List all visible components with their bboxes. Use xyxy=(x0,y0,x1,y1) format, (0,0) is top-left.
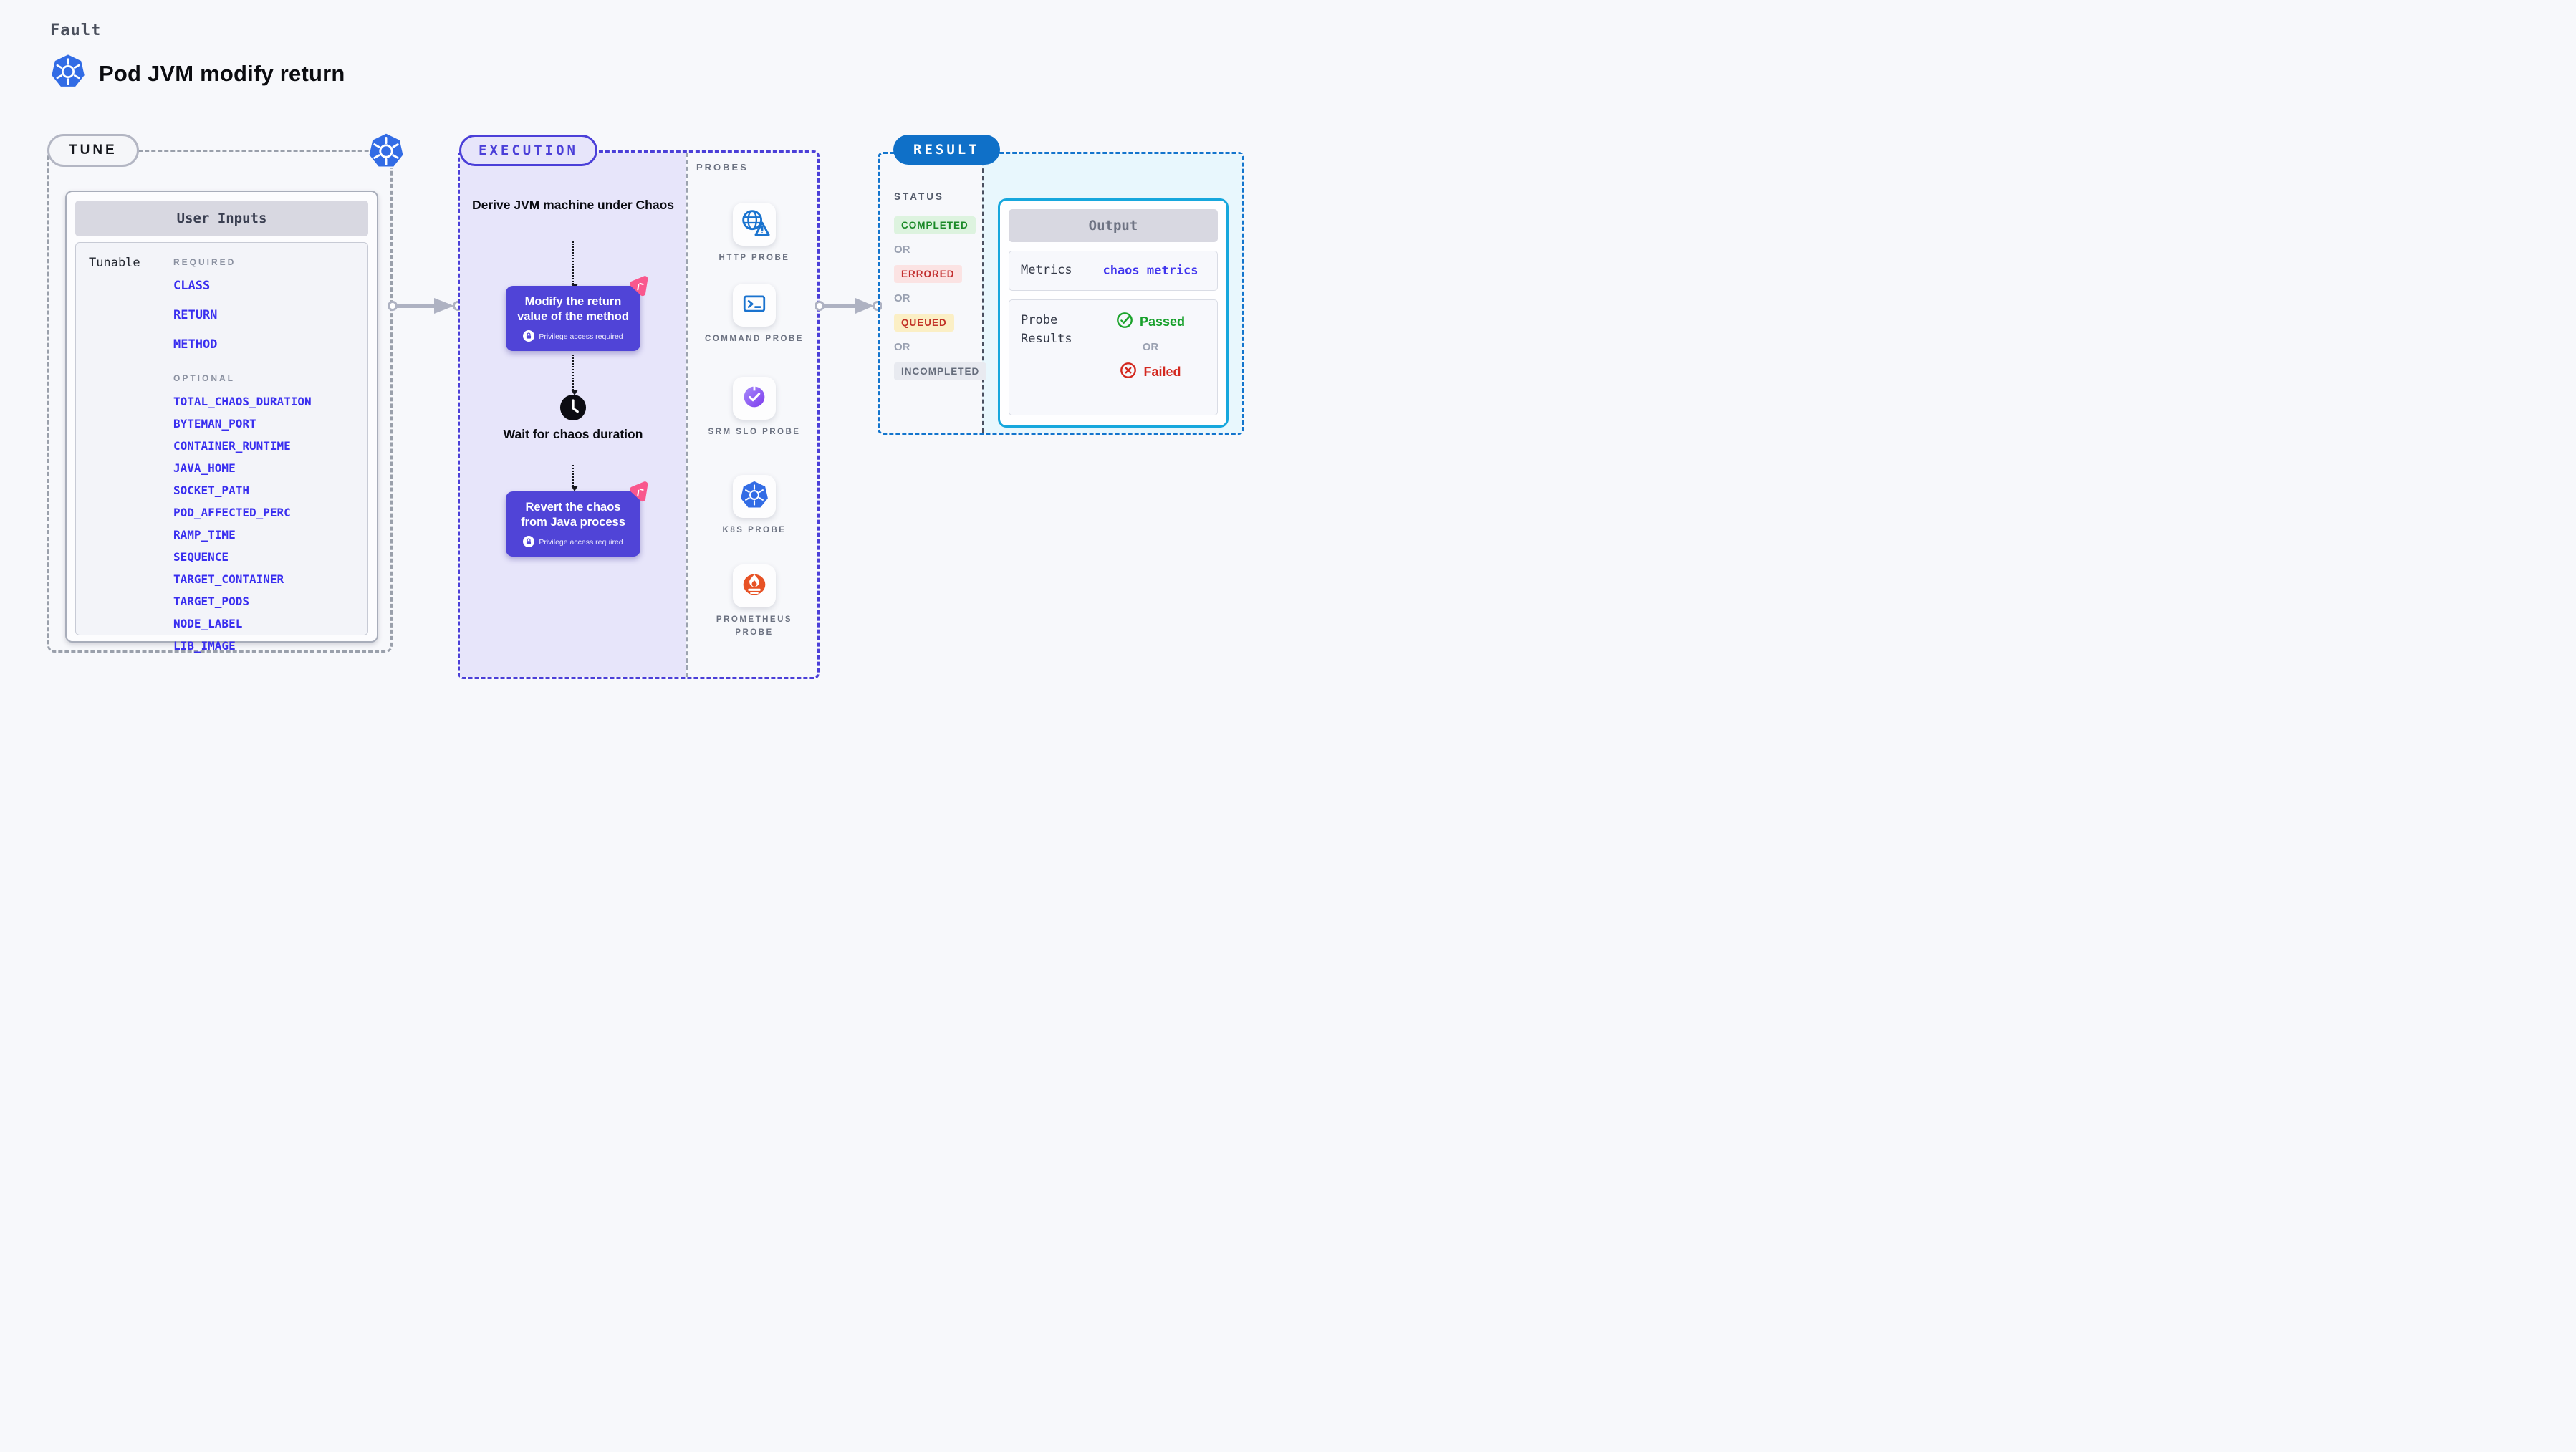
tune-badge: TUNE xyxy=(47,134,139,167)
or-label: OR xyxy=(894,341,910,353)
probe-label: PROMETHEUS PROBE xyxy=(716,615,793,637)
fault-eyebrow: Fault xyxy=(50,21,102,39)
check-circle-icon xyxy=(1116,312,1133,332)
lock-icon xyxy=(523,535,535,549)
tune-to-execution-arrow xyxy=(388,298,462,314)
tunable-item: CLASS xyxy=(173,279,211,293)
probe-label: HTTP PROBE xyxy=(719,254,790,262)
probe-label: COMMAND PROBE xyxy=(705,335,804,343)
result-section-box: STATUS COMPLETED OR ERRORED OR QUEUED OR… xyxy=(878,152,1244,435)
status-output-divider xyxy=(982,154,984,433)
probes-heading: PROBES xyxy=(696,162,749,173)
page-title: Pod JVM modify return xyxy=(99,60,345,86)
tune-section-box xyxy=(47,150,393,653)
execution-badge: EXECUTION xyxy=(459,135,597,166)
http-probe-icon xyxy=(738,206,771,243)
kubernetes-icon xyxy=(365,130,407,176)
clock-icon xyxy=(559,394,587,425)
status-badge-errored: ERRORED xyxy=(894,265,962,283)
tunable-item: SEQUENCE xyxy=(173,550,229,564)
tunable-item: BYTEMAN_PORT xyxy=(173,417,256,431)
result-badge: RESULT xyxy=(893,135,1000,165)
tunable-item: SOCKET_PATH xyxy=(173,484,249,497)
status-badge-incompleted: INCOMPLETED xyxy=(894,362,987,380)
output-header: Output xyxy=(1009,209,1218,242)
tunable-item: LIB_IMAGE xyxy=(173,639,236,653)
or-label: OR xyxy=(1142,341,1159,353)
flow-arrow-down xyxy=(570,241,578,289)
http-probe-card xyxy=(733,203,776,246)
tunable-item: RAMP_TIME xyxy=(173,528,236,542)
privilege-note: Privilege access required xyxy=(539,538,623,547)
or-label: OR xyxy=(894,244,910,256)
output-card: Output Metrics chaos metrics Probe Resul… xyxy=(998,198,1229,428)
x-circle-icon xyxy=(1120,362,1137,383)
prometheus-probe-icon xyxy=(738,568,771,605)
lock-icon xyxy=(523,330,535,344)
status-badge-completed: COMPLETED xyxy=(894,216,976,234)
prometheus-probe-card xyxy=(733,564,776,607)
optional-section-label: OPTIONAL xyxy=(173,373,235,383)
metrics-label: Metrics xyxy=(1021,263,1072,278)
tunable-item: JAVA_HOME xyxy=(173,461,236,475)
probe-results-row: Probe Results Passed OR xyxy=(1009,299,1218,415)
command-probe-icon xyxy=(739,288,770,323)
k8s-probe-icon xyxy=(738,479,771,515)
metrics-value: chaos metrics xyxy=(1102,264,1198,278)
fault-diagram: Fault Pod JVM modify return TUNE xyxy=(0,0,1288,726)
modify-step-box: Modify the return value of the method Pr… xyxy=(506,276,648,351)
flow-arrow-down xyxy=(570,465,578,491)
derive-step-label: Derive JVM machine under Chaos xyxy=(471,198,675,212)
revert-step-box: Revert the chaos from Java process Privi… xyxy=(506,481,648,557)
tunable-item: NODE_LABEL xyxy=(173,617,243,630)
tunables-list: Tunable REQUIRED CLASS RETURN METHOD OPT… xyxy=(75,242,368,653)
chaos-litmus-icon xyxy=(625,479,651,508)
status-heading: STATUS xyxy=(894,191,944,202)
status-badge-queued: QUEUED xyxy=(894,314,954,332)
title-row: Pod JVM modify return xyxy=(49,52,345,95)
tunable-item: TOTAL_CHAOS_DURATION xyxy=(173,395,312,408)
tunable-item: METHOD xyxy=(173,337,218,352)
privilege-note: Privilege access required xyxy=(539,332,623,342)
tunable-label: Tunable xyxy=(89,256,140,270)
tunable-item: POD_AFFECTED_PERC xyxy=(173,506,291,519)
user-inputs-card: User Inputs Tunable REQUIRED CLASS RETUR… xyxy=(65,191,378,653)
k8s-probe-card xyxy=(733,475,776,518)
metrics-row: Metrics chaos metrics xyxy=(1009,251,1218,291)
srm-slo-probe-icon xyxy=(738,380,771,417)
command-probe-card xyxy=(733,284,776,327)
modify-step-title: Modify the return value of the method xyxy=(517,295,629,324)
passed-label: Passed xyxy=(1139,314,1186,329)
revert-step-title: Revert the chaos from Java process xyxy=(521,501,625,529)
kubernetes-icon xyxy=(49,52,87,95)
flow-arrow-down xyxy=(570,355,578,395)
tunable-item: TARGET_CONTAINER xyxy=(173,572,284,586)
tunable-item: TARGET_PODS xyxy=(173,595,249,608)
execution-to-result-arrow xyxy=(815,298,882,314)
probes-divider xyxy=(686,153,688,677)
srm-slo-probe-card xyxy=(733,377,776,420)
chaos-litmus-icon xyxy=(625,274,651,302)
user-inputs-header: User Inputs xyxy=(75,201,368,236)
tunable-item: RETURN xyxy=(173,308,218,322)
probe-results-label: Probe Results xyxy=(1021,313,1072,346)
probe-label: K8S PROBE xyxy=(722,526,787,534)
tunable-item: CONTAINER_RUNTIME xyxy=(173,439,291,453)
failed-label: Failed xyxy=(1143,365,1181,379)
wait-step-label: Wait for chaos duration xyxy=(503,427,643,441)
status-column: STATUS COMPLETED OR ERRORED OR QUEUED OR… xyxy=(894,191,987,380)
execution-section-box: Derive JVM machine under Chaos Modify th… xyxy=(458,150,820,679)
probe-label: SRM SLO PROBE xyxy=(708,428,801,436)
required-section-label: REQUIRED xyxy=(173,257,236,267)
or-label: OR xyxy=(894,292,910,304)
